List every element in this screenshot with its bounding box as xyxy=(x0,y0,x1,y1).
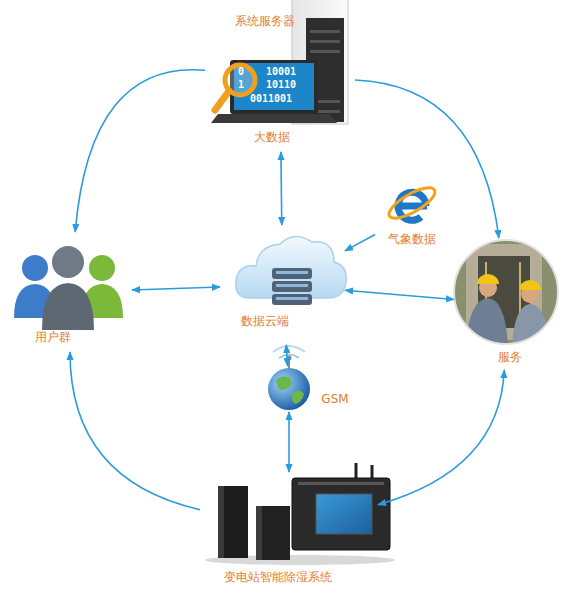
continent xyxy=(292,390,304,404)
cloud-shape xyxy=(236,236,346,298)
weather-data-node: 气象数据 xyxy=(375,178,450,250)
user-body xyxy=(42,283,94,330)
dehumidifier-equipment xyxy=(205,463,395,565)
node-label: 用户群 xyxy=(35,330,71,344)
photo-border xyxy=(454,240,558,344)
laptop-icon xyxy=(211,60,337,123)
signal-wave xyxy=(273,346,305,352)
flow-arrow xyxy=(355,80,499,238)
magnifier-handle xyxy=(215,91,229,110)
laptop-base xyxy=(211,114,337,123)
tower-vent xyxy=(310,40,340,43)
binary-digits: 1 xyxy=(238,79,244,90)
node-label: 气象数据 xyxy=(388,232,436,246)
server-node: 系统服务器大数据 xyxy=(205,2,355,152)
cabinet-side xyxy=(218,486,224,558)
browser-swoosh xyxy=(385,182,439,224)
flow-arrow xyxy=(75,70,205,232)
node-label: 变电站智能除湿系统 xyxy=(224,570,332,584)
photo-background xyxy=(450,236,562,348)
antenna xyxy=(355,463,358,479)
flow-arrow xyxy=(70,352,200,510)
cabinet-side xyxy=(256,506,262,560)
user-group-icon xyxy=(14,246,123,330)
flow-arrow xyxy=(345,234,375,250)
database-stripe xyxy=(276,284,308,287)
node-label: 服务 xyxy=(498,350,522,364)
binary-digits: 0 xyxy=(238,66,244,77)
controller-strip xyxy=(298,482,384,485)
database-stripe xyxy=(276,297,308,300)
globe-icon xyxy=(268,356,310,411)
cabinet xyxy=(256,506,290,560)
flow-arrow xyxy=(345,290,454,299)
database-layer xyxy=(272,294,312,305)
flow-arrow xyxy=(286,345,287,366)
globe xyxy=(268,368,310,410)
data-cloud-node: 数据云端 xyxy=(220,225,345,345)
antenna xyxy=(288,360,290,369)
tower-vent xyxy=(310,50,340,53)
user-head xyxy=(22,255,48,281)
flow-arrow xyxy=(378,370,504,505)
controller-screen xyxy=(316,494,372,534)
node-label: 大数据 xyxy=(254,130,290,144)
photo-content xyxy=(450,236,562,348)
flow-arrow xyxy=(132,287,220,290)
magnifier-icon xyxy=(215,65,255,110)
tower-vent xyxy=(310,30,340,33)
node-label: 数据云端 xyxy=(241,314,289,328)
binary-digits: 0011001 xyxy=(250,93,292,104)
user-group-node: 用户群 xyxy=(8,232,132,352)
gsm-node: GSM xyxy=(267,366,311,412)
continent xyxy=(276,376,292,390)
database-layer xyxy=(272,268,312,279)
flow-arrow xyxy=(288,412,290,472)
database-stripe xyxy=(276,271,308,274)
cloud-icon xyxy=(236,236,346,305)
user-head xyxy=(89,255,115,281)
browser-icon xyxy=(385,182,439,224)
binary-digits: 10001 xyxy=(266,66,296,77)
user-head xyxy=(52,246,84,278)
node-label: 系统服务器 xyxy=(235,14,295,28)
worker-helmet xyxy=(477,274,499,284)
cabinet xyxy=(218,486,248,558)
database-layer xyxy=(272,281,312,292)
flow-arrow xyxy=(280,152,282,225)
laptop-frame xyxy=(230,60,318,114)
antenna xyxy=(371,465,374,479)
binary-digits: 10110 xyxy=(266,79,296,90)
service-node: 服务 xyxy=(454,238,560,370)
controller-box xyxy=(292,478,390,550)
dehumidify-system-node: 变电站智能除湿系统 xyxy=(200,472,378,588)
node-label: GSM xyxy=(321,392,348,406)
service-photo xyxy=(450,236,562,348)
worker-helmet xyxy=(519,280,541,290)
